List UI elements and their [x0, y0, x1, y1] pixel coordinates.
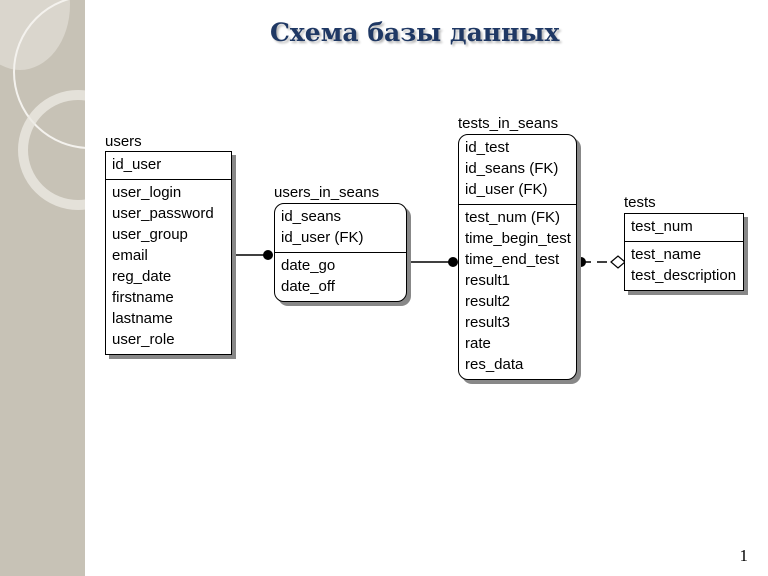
attribute-field: time_begin_test: [465, 230, 571, 247]
key-field: id_seans: [281, 208, 342, 225]
attribute-field: user_role: [112, 331, 175, 348]
primary-key-section: test_num: [625, 214, 743, 241]
attribute-field: test_name: [631, 246, 702, 263]
attribute-field: result3: [465, 314, 511, 331]
primary-key-section: id_user: [106, 152, 231, 179]
attribute-field: test_description: [631, 267, 737, 284]
slide-title: Схема базы данных: [270, 18, 560, 47]
many-dot: [576, 257, 586, 267]
many-dot: [263, 250, 273, 260]
entity-users[interactable]: id_user user_login user_password user_group…: [105, 151, 232, 355]
attribute-field: user_password: [112, 205, 214, 222]
attribute-field: test_num (FK): [465, 209, 561, 226]
slide-decoration-sidebar: [0, 0, 85, 576]
attribute-field: user_group: [112, 226, 188, 243]
key-field: id_seans (FK): [465, 160, 559, 177]
page-number: 1: [739, 546, 749, 565]
entity-name-users_in_seans: users_in_seans: [274, 184, 380, 201]
attributes-section: test_name test_description: [625, 241, 743, 290]
entity-name-tests: tests: [624, 194, 656, 211]
primary-key-section: id_seans id_user (FK): [275, 204, 406, 252]
attributes-section: test_num (FK) time_begin_test time_end_tes…: [459, 204, 576, 379]
attribute-field: email: [112, 247, 148, 264]
attribute-field: date_off: [281, 278, 335, 295]
entity-users_in_seans[interactable]: id_seans id_user (FK) date_go date_off: [274, 203, 407, 302]
attribute-field: result1: [465, 272, 511, 289]
attribute-field: result2: [465, 293, 511, 310]
key-field: id_user (FK): [465, 181, 548, 198]
primary-key-section: id_test id_seans (FK) id_user (FK): [459, 135, 576, 204]
attribute-field: user_login: [112, 184, 182, 201]
attribute-field: firstname: [112, 289, 174, 306]
entity-name-users: users: [105, 133, 142, 150]
key-field: id_test: [465, 139, 510, 156]
attribute-field: date_go: [281, 257, 336, 274]
attributes-section: date_go date_off: [275, 252, 406, 301]
many-dot: [448, 257, 458, 267]
entity-tests[interactable]: test_num test_name test_description: [624, 213, 744, 291]
attribute-field: lastname: [112, 310, 173, 327]
key-field: id_user (FK): [281, 229, 364, 246]
entity-tests_in_seans[interactable]: id_test id_seans (FK) id_user (FK) test_num…: [458, 134, 577, 380]
optional-diamond: [610, 255, 626, 269]
attribute-field: res_data: [465, 356, 524, 373]
attribute-field: time_end_test: [465, 251, 560, 268]
entity-name-tests_in_seans: tests_in_seans: [458, 115, 559, 132]
key-field: id_user: [112, 156, 162, 173]
attribute-field: rate: [465, 335, 491, 352]
attribute-field: reg_date: [112, 268, 172, 285]
key-field: test_num: [631, 218, 693, 235]
